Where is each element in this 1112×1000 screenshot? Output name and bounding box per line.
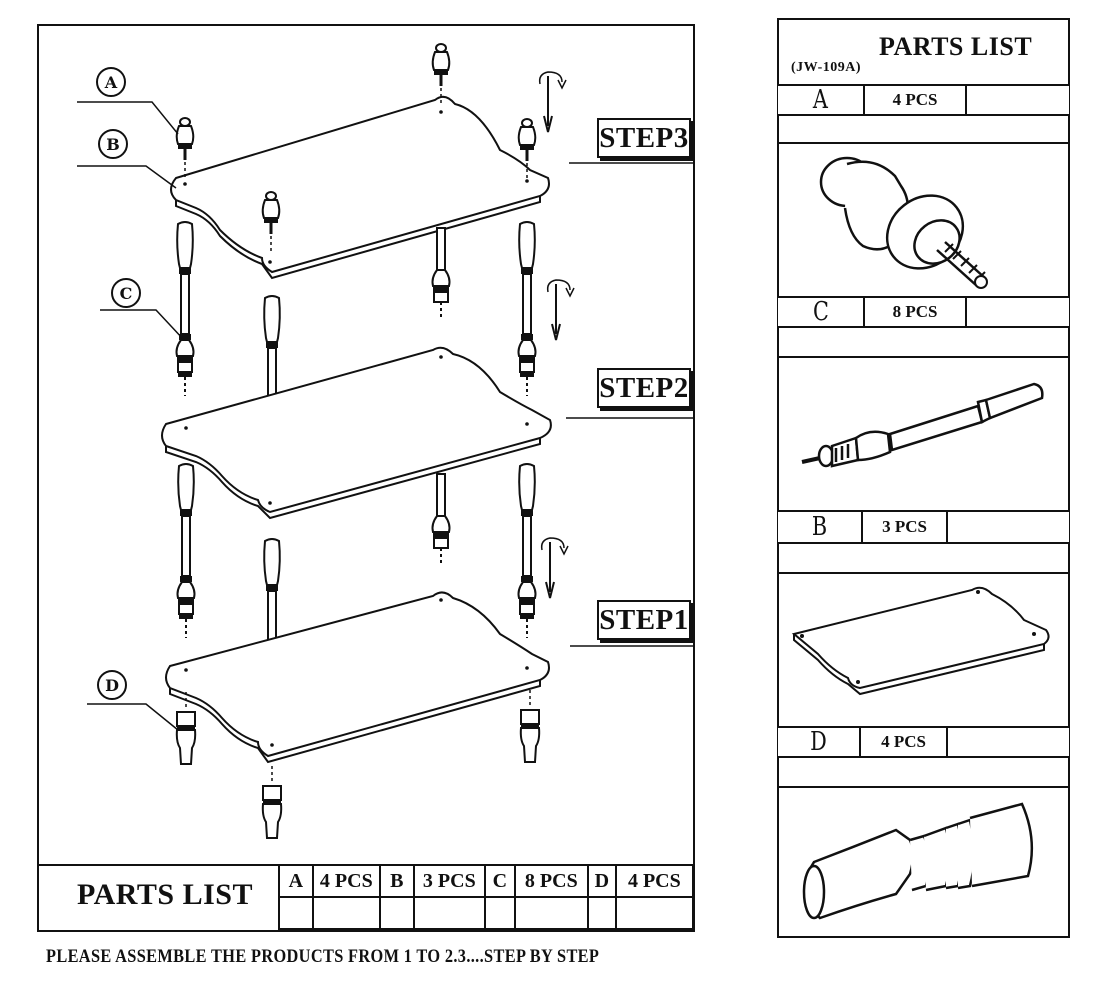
part-qty: 4 PCS bbox=[881, 732, 926, 751]
assembly-instruction: PLEASE ASSEMBLE THE PRODUCTS FROM 1 TO 2… bbox=[46, 946, 600, 967]
model-number: (JW-109A) bbox=[791, 60, 862, 75]
parts-list-title: PARTS LIST bbox=[879, 32, 1033, 61]
assembly-panel bbox=[37, 24, 695, 932]
spindle-post-icon bbox=[801, 382, 1044, 468]
left-part-letter: B bbox=[379, 864, 415, 898]
step1-label: STEP1 bbox=[597, 600, 691, 640]
part-row-c: C 8 PCS bbox=[778, 296, 1069, 328]
part-row-d: D 4 PCS bbox=[778, 726, 1069, 758]
spacer bbox=[779, 758, 1068, 788]
spacer bbox=[779, 544, 1068, 574]
callout-a: A bbox=[96, 67, 126, 97]
part-letter: C bbox=[812, 297, 829, 327]
callout-c: C bbox=[111, 278, 141, 308]
left-parts-list-title: PARTS LIST bbox=[77, 878, 253, 911]
left-part-qty: 4 PCS bbox=[614, 864, 695, 898]
finial-icon bbox=[819, 156, 988, 289]
spacer bbox=[779, 116, 1068, 144]
left-part-letter: C bbox=[483, 864, 516, 898]
callout-d: D bbox=[97, 670, 127, 700]
shelf-board-icon bbox=[791, 586, 1050, 696]
assembly-diagram bbox=[77, 42, 695, 839]
left-parts-table: A 4 PCS B 3 PCS C 8 PCS D 4 PCS bbox=[278, 864, 695, 930]
parts-list-header: PARTS LIST (JW-109A) bbox=[779, 20, 1068, 84]
step3-label: STEP3 bbox=[597, 118, 691, 158]
left-part-letter: D bbox=[586, 864, 617, 898]
left-part-letter: A bbox=[278, 864, 314, 898]
spacer bbox=[779, 328, 1068, 358]
parts-list-panel bbox=[777, 18, 1070, 938]
part-row-a: A 4 PCS bbox=[778, 84, 1069, 116]
left-part-qty: 8 PCS bbox=[513, 864, 589, 898]
callout-b: B bbox=[98, 129, 128, 159]
part-qty: 4 PCS bbox=[892, 90, 938, 109]
left-part-qty: 4 PCS bbox=[311, 864, 382, 898]
part-letter: A bbox=[812, 85, 829, 115]
step2-label: STEP2 bbox=[597, 368, 691, 408]
part-letter: D bbox=[810, 727, 827, 757]
part-row-b: B 3 PCS bbox=[778, 510, 1069, 544]
part-letter: B bbox=[811, 512, 828, 542]
part-qty: 8 PCS bbox=[892, 302, 938, 321]
left-part-qty: 3 PCS bbox=[412, 864, 486, 898]
part-qty: 3 PCS bbox=[882, 517, 927, 536]
foot-icon bbox=[802, 802, 1034, 920]
